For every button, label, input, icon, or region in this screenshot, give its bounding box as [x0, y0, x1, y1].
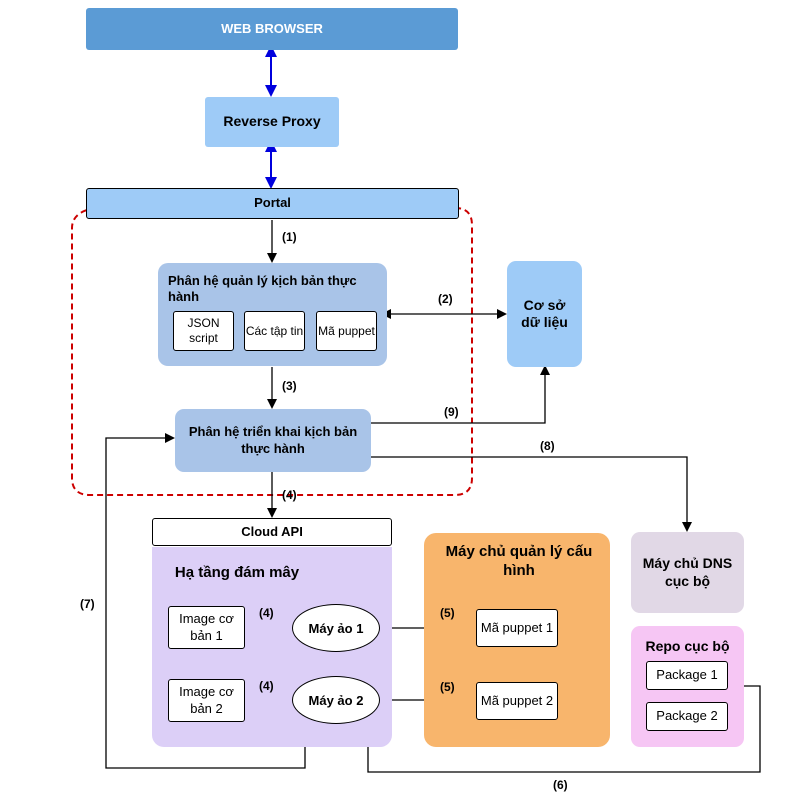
step-label-3: (3) — [282, 379, 297, 393]
arrow-6 — [363, 685, 761, 773]
package-1-box: Package 1 — [646, 661, 728, 690]
portal-label: Portal — [254, 195, 291, 211]
step-label-4b: (4) — [259, 679, 274, 693]
files-box: Các tập tin — [244, 311, 305, 351]
dns-server-label: Máy chủ DNS cục bộ — [642, 555, 733, 589]
step-label-2: (2) — [438, 292, 453, 306]
arrow-7 — [105, 433, 306, 769]
config-server-title: Máy chủ quản lý cấu hình — [445, 543, 593, 579]
step-label-1: (1) — [282, 230, 297, 244]
package-2-box: Package 2 — [646, 702, 728, 731]
base-image-2-label: Image cơ bản 2 — [179, 684, 234, 716]
puppet-code-box: Mã puppet — [316, 311, 377, 351]
step-label-4a: (4) — [259, 606, 274, 620]
base-image-1-box: Image cơ bản 1 — [168, 606, 245, 649]
web-browser-box: WEB BROWSER — [86, 8, 458, 50]
package-1-label: Package 1 — [656, 667, 718, 683]
puppet-2-label: Mã puppet 2 — [480, 692, 554, 708]
cloud-api-label: Cloud API — [241, 523, 303, 539]
json-script-label: JSON script — [187, 316, 220, 345]
portal-box: Portal — [86, 188, 459, 219]
vm-2-node: Máy ảo 2 — [292, 676, 380, 724]
step-label-5b: (5) — [440, 680, 455, 694]
reverse-proxy-box: Reverse Proxy — [205, 97, 339, 147]
base-image-2-box: Image cơ bản 2 — [168, 679, 245, 722]
scenario-mgmt-title: Phân hệ quản lý kịch bản thực hành — [168, 273, 357, 304]
reverse-proxy-label: Reverse Proxy — [223, 113, 321, 130]
puppet-1-label: Mã puppet 1 — [480, 619, 554, 635]
base-image-1-label: Image cơ bản 1 — [179, 611, 234, 643]
json-script-box: JSON script — [173, 311, 234, 351]
vm-1-label: Máy ảo 1 — [308, 620, 364, 636]
step-label-6: (6) — [553, 778, 568, 792]
web-browser-label: WEB BROWSER — [221, 20, 323, 36]
arrow-8 — [371, 456, 692, 532]
step-label-7: (7) — [80, 597, 95, 611]
step-label-5a: (5) — [440, 606, 455, 620]
dns-server-box: Máy chủ DNS cục bộ — [631, 532, 744, 613]
database-label: Cơ sở dữ liệu — [521, 296, 568, 331]
step-label-4: (4) — [282, 488, 297, 502]
puppet-code-label: Mã puppet — [318, 323, 375, 338]
scenario-mgmt-module: Phân hệ quản lý kịch bản thực hành JSON … — [158, 263, 387, 366]
arrow-9 — [371, 365, 550, 424]
step-label-8: (8) — [540, 439, 555, 453]
vm-2-label: Máy ảo 2 — [308, 692, 364, 708]
vm-1-node: Máy ảo 1 — [292, 604, 380, 652]
package-2-label: Package 2 — [656, 708, 718, 724]
cloud-api-box: Cloud API — [152, 518, 392, 546]
files-label: Các tập tin — [245, 323, 304, 338]
puppet-2-box: Mã puppet 2 — [476, 682, 558, 720]
local-repo-title: Repo cục bộ — [645, 638, 730, 654]
scenario-deploy-label: Phân hệ triển khai kịch bản thực hành — [188, 424, 358, 456]
step-label-9: (9) — [444, 405, 459, 419]
scenario-deploy-module: Phân hệ triển khai kịch bản thực hành — [175, 409, 371, 472]
cloud-infra-title: Hạ tầng đám mây — [174, 564, 300, 581]
database-box: Cơ sở dữ liệu — [507, 261, 582, 367]
puppet-1-box: Mã puppet 1 — [476, 609, 558, 647]
